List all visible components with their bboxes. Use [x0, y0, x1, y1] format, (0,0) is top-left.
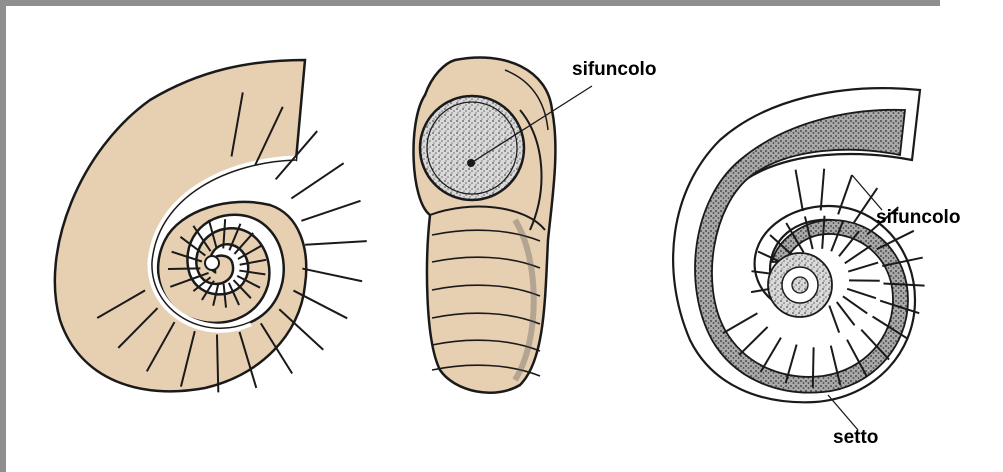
suture-line [168, 268, 200, 269]
septum-line [739, 327, 767, 355]
suture-line [217, 335, 218, 393]
septum-line [761, 338, 781, 373]
septum-line [845, 246, 871, 264]
septum-line [843, 296, 867, 313]
septum-line [837, 302, 855, 325]
septum-line [723, 313, 758, 333]
suture-line [305, 241, 367, 245]
septum-line [796, 170, 803, 211]
ammonite-cross-section [673, 88, 924, 430]
suture-line [301, 201, 360, 221]
suture-line [302, 269, 362, 282]
septum-line [847, 289, 876, 298]
frame-top-border [0, 0, 1003, 6]
label-sifuncolo-side: sifuncolo [572, 60, 656, 79]
septum-line [883, 284, 924, 286]
septum-line [829, 306, 839, 333]
septum-line [821, 169, 824, 211]
ammonite-shell-side-view [414, 57, 592, 392]
shell-body [55, 60, 306, 391]
suture-line [291, 163, 343, 198]
ammonite-shell-exterior [55, 60, 367, 392]
label-sifuncolo-section: sifuncolo [876, 208, 960, 227]
aperture [420, 96, 524, 200]
septum-line [848, 263, 878, 272]
leader-line-setto [828, 395, 858, 430]
label-setto: setto [833, 428, 878, 447]
frame-left-border [0, 0, 6, 472]
septum-line [813, 347, 814, 387]
